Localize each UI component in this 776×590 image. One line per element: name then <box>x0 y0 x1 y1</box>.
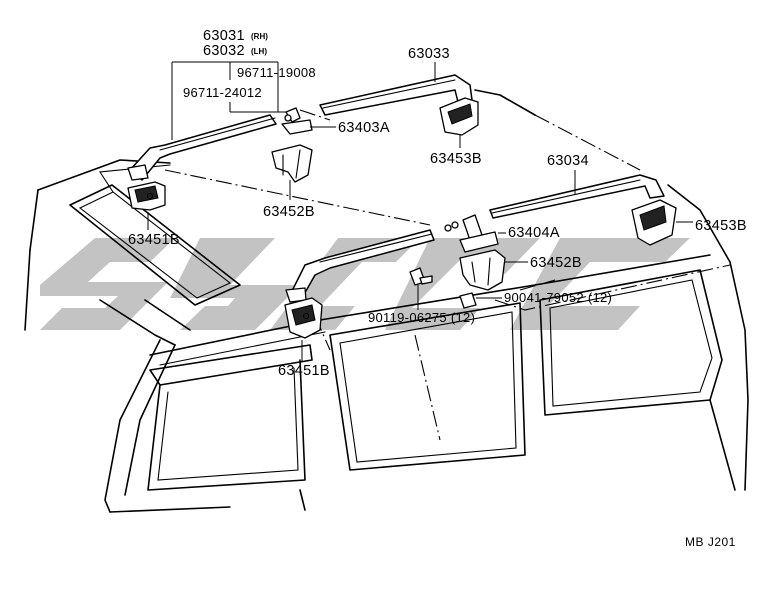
label-63032: 63032 <box>203 43 245 59</box>
reference-code: MB J201 <box>685 535 736 549</box>
label-63453B-top: 63453B <box>430 151 482 167</box>
label-90041-79052: 90041-79052 (12) <box>504 290 612 305</box>
bracket-63452B-right <box>459 249 506 291</box>
label-63451B-bottom: 63451B <box>278 363 330 379</box>
label-90119-06275: 90119-06275 (12) <box>368 310 475 325</box>
stud-63404A <box>444 214 499 253</box>
nut-90041-79052 <box>459 292 477 309</box>
label-96711-19008: 96711-19008 <box>237 65 316 80</box>
label-63031-side: (RH) <box>251 32 268 41</box>
bracket-63452B-left <box>271 144 313 183</box>
label-63452B-right: 63452B <box>530 255 582 271</box>
roof-rail-front-left <box>127 114 277 181</box>
leader-lines <box>147 61 693 362</box>
bolt-90119-06275 <box>409 267 433 286</box>
label-63033: 63033 <box>408 46 450 62</box>
label-63451B-left: 63451B <box>128 232 180 248</box>
label-63452B-left: 63452B <box>263 204 315 220</box>
stud-63403A <box>281 107 313 135</box>
bracket-63453B-top <box>439 97 479 136</box>
roof-rail-rear-right <box>489 174 665 219</box>
bracket-63451B-bottom <box>284 297 323 339</box>
label-63404A: 63404A <box>508 225 560 241</box>
label-63031: 63031 <box>203 28 245 44</box>
label-96711-24012: 96711-24012 <box>183 85 262 100</box>
bracket-63453B-right <box>631 199 677 246</box>
label-63034: 63034 <box>547 153 589 169</box>
label-63453B-right: 63453B <box>695 218 747 234</box>
part-labels: 63031 (RH) 63032 (LH) 96711-19008 96711-… <box>128 28 747 379</box>
roof-rail-front-right <box>285 229 435 303</box>
label-63403A: 63403A <box>338 120 390 136</box>
bracket-63451B-front-left <box>127 181 166 211</box>
label-63032-side: (LH) <box>251 47 267 56</box>
